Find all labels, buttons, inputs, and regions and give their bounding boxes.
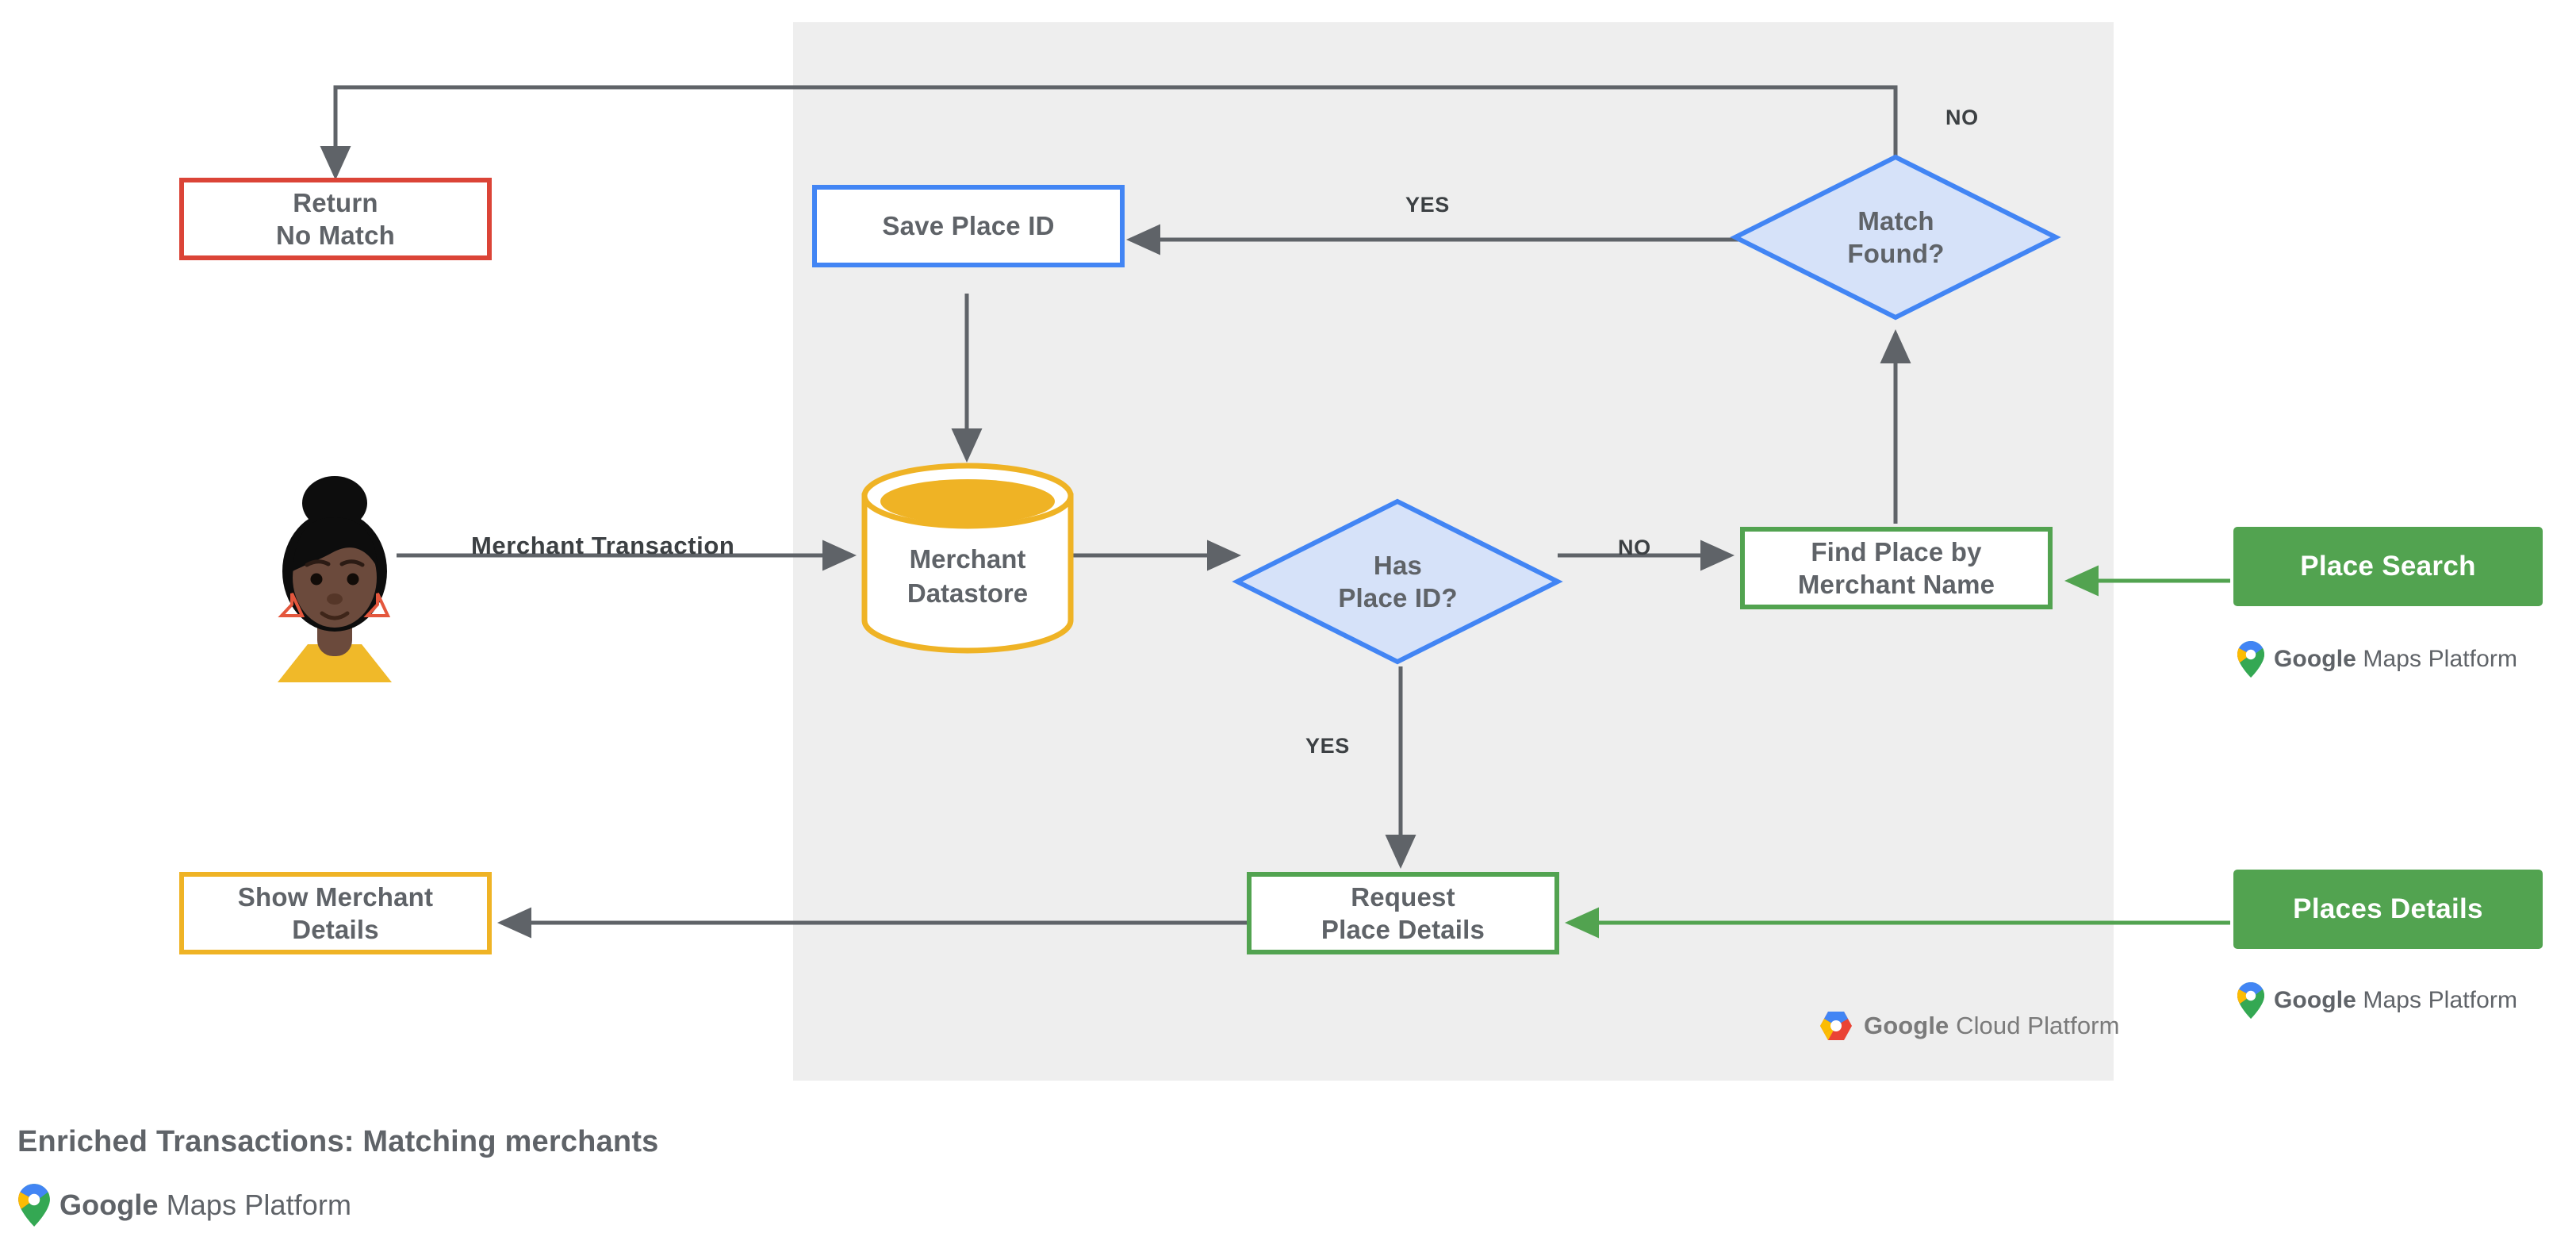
cloud-platform-lockup: Google Cloud Platform bbox=[1819, 1010, 2120, 1042]
node-place-search-label: Place Search bbox=[2300, 551, 2476, 582]
maps-platform-rest: Maps Platform bbox=[158, 1189, 352, 1221]
maps-platform-google: Google bbox=[59, 1189, 159, 1221]
node-save-place-id[interactable]: Save Place ID bbox=[812, 185, 1125, 267]
maps-platform-rest: Maps Platform bbox=[2356, 987, 2518, 1013]
edge-label-yes-match-found: YES bbox=[1405, 193, 1450, 217]
google-maps-pin-icon bbox=[18, 1184, 50, 1227]
node-return-no-match[interactable]: Return No Match bbox=[179, 178, 492, 260]
node-match-found[interactable]: Match Found? bbox=[1767, 189, 2025, 286]
maps-platform-google: Google bbox=[2274, 987, 2356, 1013]
node-places-details-label: Places Details bbox=[2293, 893, 2483, 924]
node-places-details[interactable]: Places Details bbox=[2233, 870, 2543, 949]
node-merchant-datastore-shape bbox=[861, 463, 1074, 654]
node-return-no-match-label: Return No Match bbox=[275, 187, 396, 250]
avatar bbox=[278, 476, 392, 682]
node-find-place-by-merchant-name[interactable]: Find Place by Merchant Name bbox=[1740, 527, 2053, 609]
node-find-place-by-merchant-name-label: Find Place by Merchant Name bbox=[1797, 536, 1995, 599]
cloud-platform-google: Google bbox=[1864, 1012, 1949, 1039]
maps-platform-rest: Maps Platform bbox=[2356, 646, 2518, 672]
node-request-place-details-label: Request Place Details bbox=[1321, 881, 1485, 944]
node-has-place-id-label: Has Place ID? bbox=[1338, 550, 1458, 613]
cloud-platform-wordmark: Google Cloud Platform bbox=[1864, 1012, 2120, 1040]
google-maps-pin-icon bbox=[2237, 641, 2264, 678]
node-merchant-datastore-label: Merchant Datastore bbox=[907, 544, 1029, 608]
node-has-place-id[interactable]: Has Place ID? bbox=[1269, 533, 1527, 630]
node-request-place-details[interactable]: Request Place Details bbox=[1247, 872, 1559, 954]
maps-platform-lockup-place-search: Google Maps Platform bbox=[2237, 641, 2517, 678]
node-match-found-label: Match Found? bbox=[1847, 205, 1945, 268]
page-title: Enriched Transactions: Matching merchant… bbox=[17, 1125, 659, 1158]
edge-label-no-has-place-id: NO bbox=[1618, 536, 1651, 559]
maps-platform-google: Google bbox=[2274, 646, 2356, 672]
maps-platform-wordmark: Google Maps Platform bbox=[2274, 646, 2517, 673]
edge-label-no-match-found: NO bbox=[1945, 106, 1979, 129]
google-cloud-hexagon-icon bbox=[1820, 1012, 1852, 1040]
node-show-merchant-details[interactable]: Show Merchant Details bbox=[179, 872, 492, 954]
node-place-search[interactable]: Place Search bbox=[2233, 527, 2543, 606]
google-maps-pin-icon bbox=[2237, 982, 2264, 1019]
maps-platform-wordmark: Google Maps Platform bbox=[59, 1189, 351, 1222]
node-match-found-shape bbox=[1730, 154, 2061, 321]
node-save-place-id-label: Save Place ID bbox=[882, 211, 1055, 241]
node-merchant-datastore[interactable]: Merchant Datastore bbox=[864, 470, 1071, 648]
edge-label-yes-has-place-id: YES bbox=[1305, 734, 1350, 758]
edge-label-merchant-transaction: Merchant Transaction bbox=[471, 532, 735, 559]
cloud-platform-rest: Cloud Platform bbox=[1949, 1012, 2120, 1039]
maps-platform-lockup-caption: Google Maps Platform bbox=[17, 1184, 351, 1227]
node-show-merchant-details-label: Show Merchant Details bbox=[237, 881, 434, 944]
node-has-place-id-shape bbox=[1232, 498, 1563, 665]
maps-platform-lockup-places-details: Google Maps Platform bbox=[2237, 982, 2517, 1019]
maps-platform-wordmark: Google Maps Platform bbox=[2274, 987, 2517, 1014]
